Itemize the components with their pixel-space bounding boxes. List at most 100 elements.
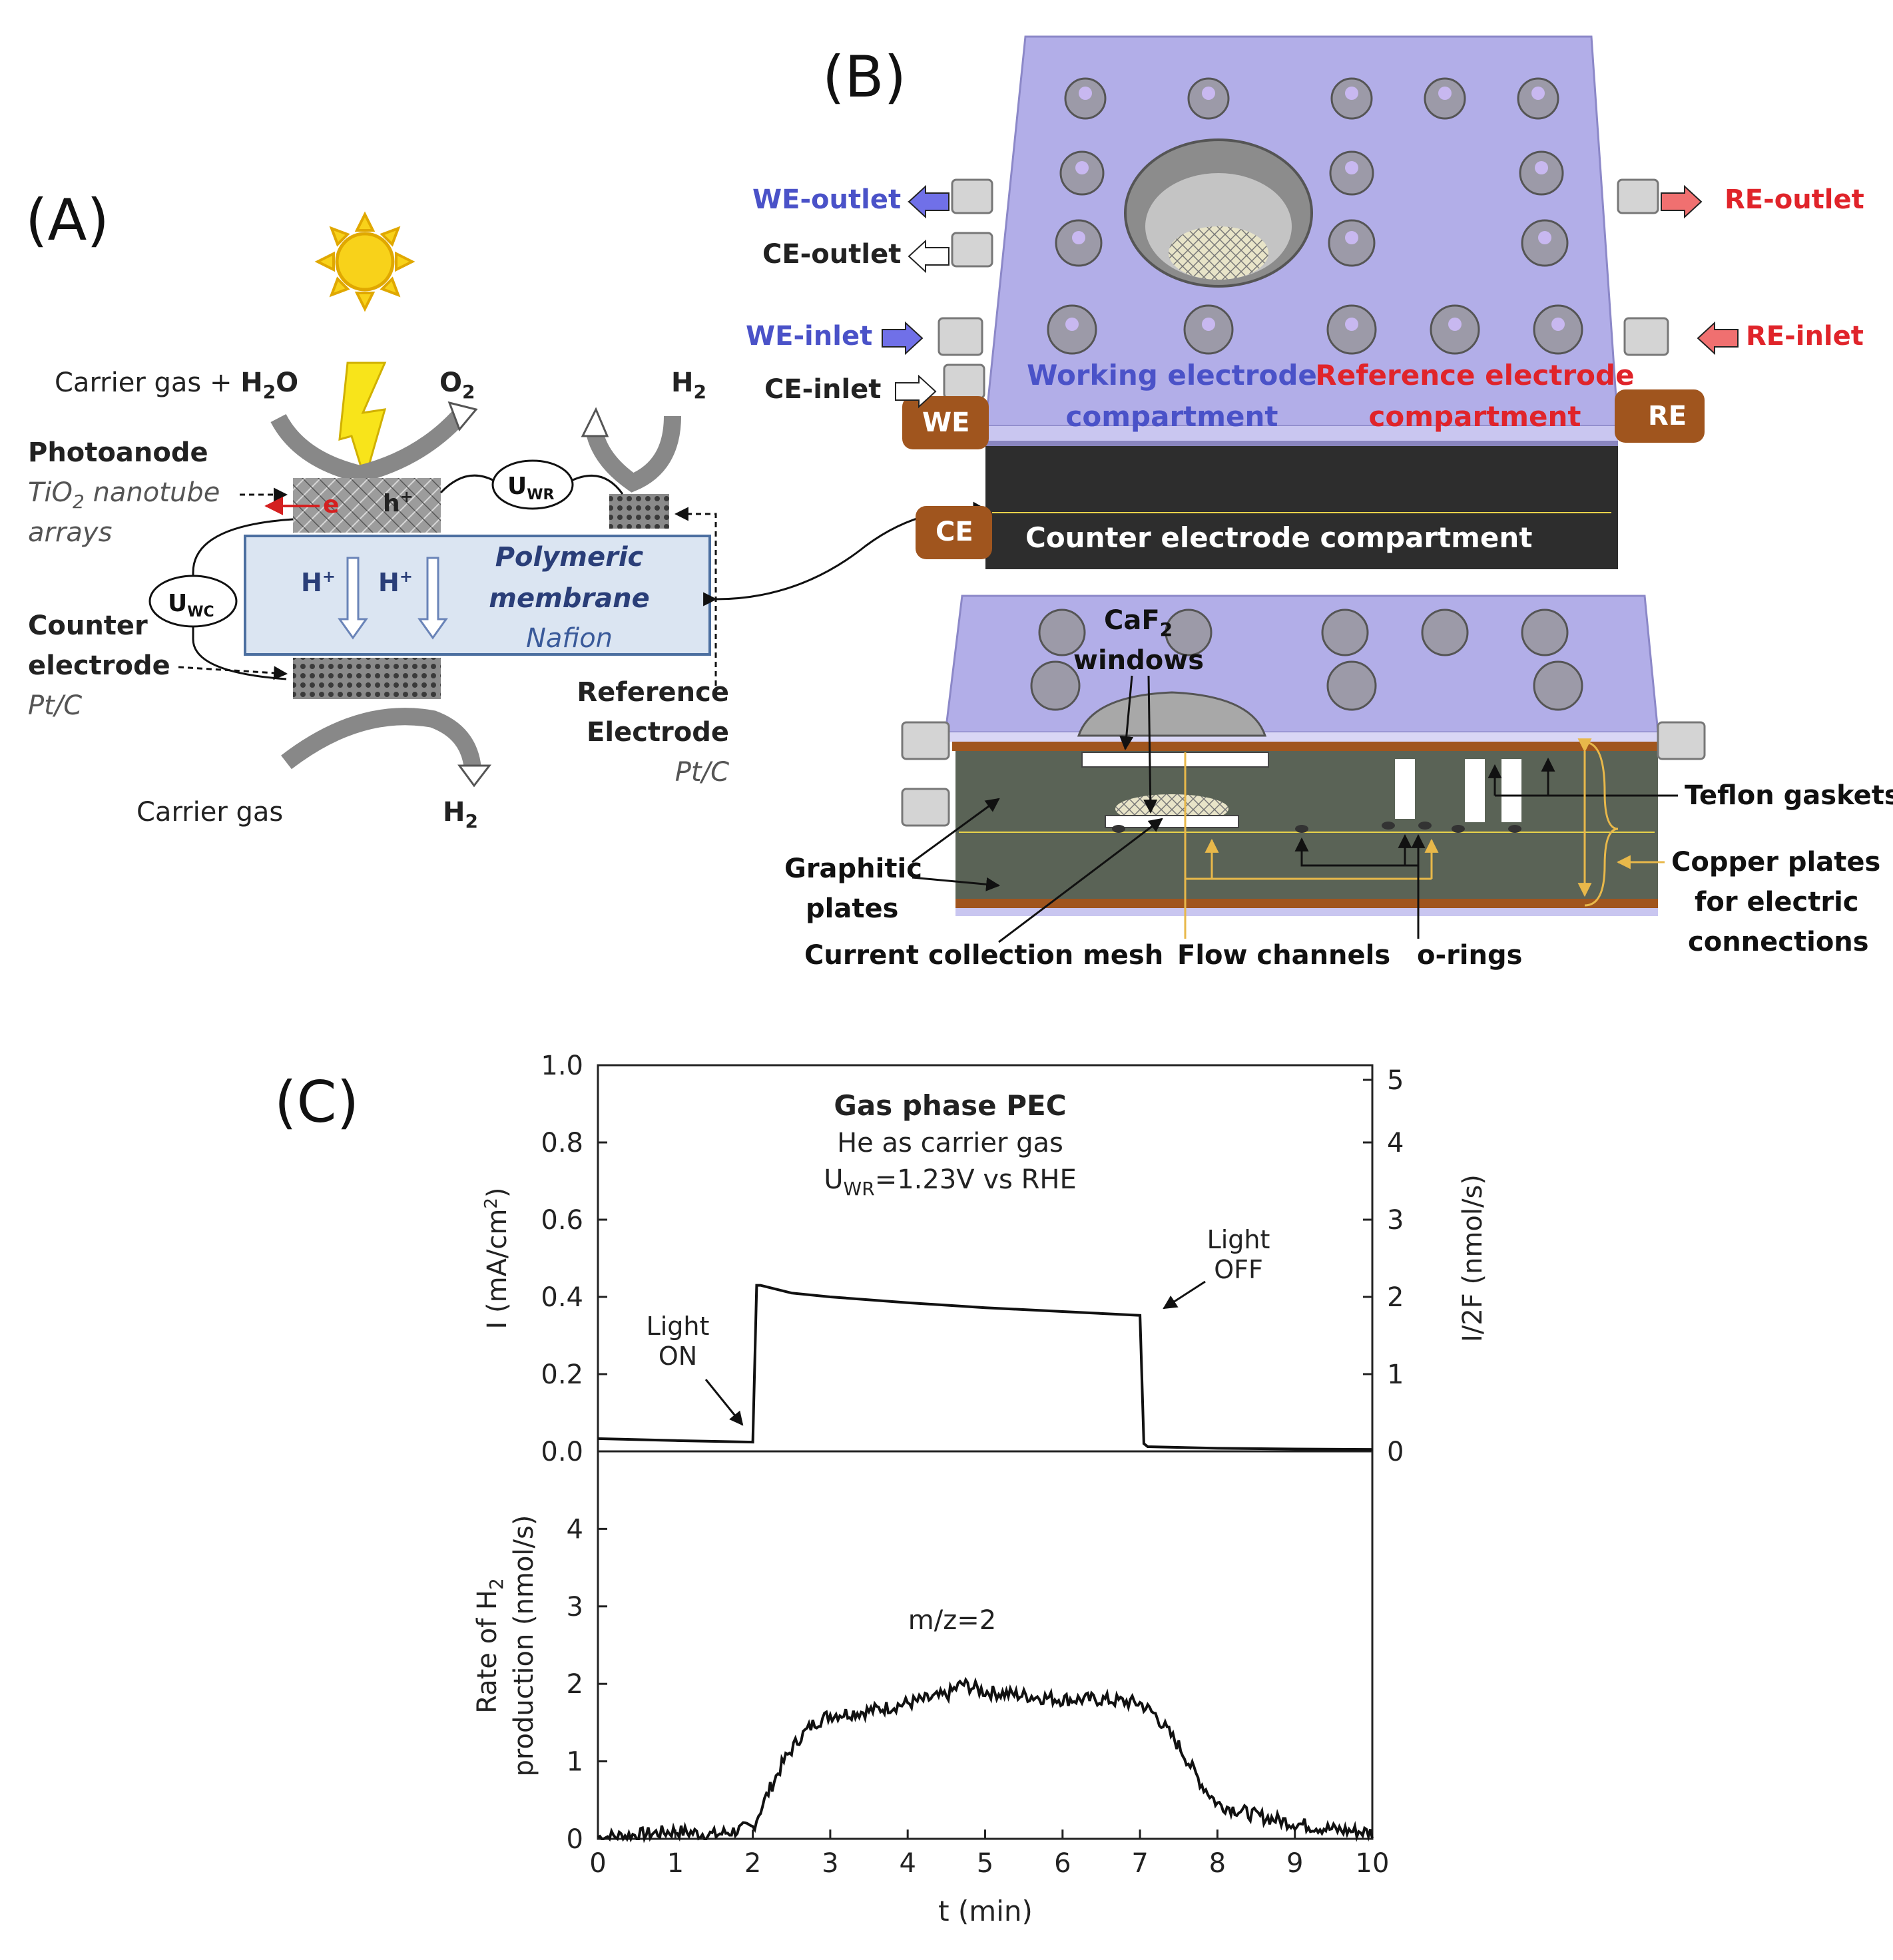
o2-label: O2 (439, 368, 475, 403)
ce-inlet-arrow (895, 374, 937, 409)
sun-icon (314, 211, 415, 312)
current-series-line (597, 1284, 1373, 1451)
light-on-label-2: ON (659, 1342, 697, 1371)
xtick-label: 2 (744, 1848, 761, 1879)
copper-label-2: for electric (1695, 887, 1858, 917)
we-outlet-arrow (908, 184, 949, 219)
re-tab (1615, 389, 1705, 443)
xtick-label: 0 (589, 1848, 606, 1879)
re-inlet-label: RE-inlet (1746, 321, 1864, 352)
upper-y2tick-label: 3 (1387, 1205, 1404, 1236)
h2-bottom-label: H2 (443, 797, 478, 832)
we-outlet-label: WE-outlet (752, 184, 901, 215)
windows-label: windows (1073, 645, 1204, 676)
gas-flow-arrow-h2 (585, 415, 681, 493)
xtick-label: 9 (1286, 1848, 1303, 1879)
o-ring-marks (1112, 822, 1521, 833)
ptc-counter-label: Pt/C (28, 690, 82, 721)
copper-label-3: connections (1688, 927, 1869, 957)
xtick-label: 10 (1356, 1848, 1390, 1879)
counter-label: Counter (28, 611, 148, 641)
uwr-label: UWR (507, 473, 555, 503)
lightning-icon (338, 362, 387, 483)
graphitic-plates (955, 751, 1658, 899)
working-compartment-label-2: compartment (1066, 400, 1278, 433)
working-compartment-label-1: Working electrode (1027, 359, 1317, 391)
ce-tab-label: CE (936, 517, 973, 547)
proton-label-1: H+ (301, 567, 336, 597)
lower-ytick-label: 4 (567, 1514, 583, 1545)
oring-pointer-1 (1294, 837, 1420, 939)
graphitic-pointer-2 (912, 876, 1001, 891)
proton-arrow-2 (417, 557, 448, 640)
reference-compartment-label-2: compartment (1369, 400, 1581, 433)
gas-flow-arrow-bottom (281, 708, 481, 770)
uwr-meter-icon (491, 459, 574, 510)
arrays-label: arrays (28, 517, 112, 548)
ptc-reference-label: Pt/C (675, 757, 729, 788)
channel-1 (1395, 759, 1415, 819)
gasket-strip (985, 441, 1618, 446)
xtick-label: 6 (1054, 1848, 1071, 1879)
ce-inlet-label: CE-inlet (764, 374, 881, 405)
windows-pointer-2 (1143, 675, 1158, 814)
arrow-head-o2 (447, 401, 478, 431)
panel-label-a: (A) (25, 187, 109, 254)
upper-series (597, 1284, 1373, 1451)
channel-2 (1465, 759, 1485, 822)
ce-outlet-arrow (908, 239, 949, 274)
counter-compartment-label: Counter electrode compartment (1025, 521, 1532, 554)
carrier-gas-in-label: Carrier gas + H2O (55, 368, 298, 403)
panel-b: (B) WE (746, 35, 1893, 971)
upper-y2tick-label: 5 (1387, 1065, 1404, 1096)
proton-label-2: H+ (378, 567, 413, 597)
arrow-head-h2-bottom (457, 764, 492, 788)
uwc-wire-top (192, 518, 294, 581)
membrane-box (244, 535, 711, 656)
light-on-label-1: Light (647, 1312, 710, 1341)
proton-arrow-1 (338, 557, 368, 640)
graphitic-label-2: plates (806, 893, 898, 924)
counter-compartment-block (985, 446, 1618, 569)
hole-label: h+ (383, 487, 413, 517)
ce-outlet-label: CE-outlet (762, 239, 901, 270)
caf2-window-upper (1081, 752, 1269, 768)
flow-label: Flow channels (1177, 940, 1390, 971)
photoanode-label: Photoanode (28, 437, 208, 468)
re-inlet-arrow (1697, 321, 1739, 356)
windows-pointer-1 (1119, 675, 1134, 751)
xtick-label: 8 (1209, 1848, 1226, 1879)
re-outlet-arrow (1661, 184, 1703, 219)
copper-plate-top (952, 742, 1658, 751)
window-mesh (1169, 226, 1268, 280)
uwc-wire-bottom (192, 626, 287, 680)
gas-flow-arrow-top (270, 410, 466, 483)
uwc-meter-icon (148, 575, 238, 628)
re-tab-label: RE (1648, 401, 1687, 431)
upper-ytick-label: 0.8 (541, 1128, 583, 1158)
upper-y2tick-label: 2 (1387, 1282, 1404, 1313)
upper-ytick-label: 0.6 (541, 1205, 583, 1236)
graphitic-label-1: Graphitic (784, 854, 922, 884)
xtick-label: 1 (667, 1848, 684, 1879)
we-tab (902, 396, 989, 449)
copper-label-1: Copper plates (1671, 847, 1880, 877)
section-top-edge (949, 732, 1658, 742)
teflon-label: Teflon gaskets (1685, 780, 1893, 811)
arrow-head-h2 (581, 407, 609, 437)
uwr-wire-left (439, 474, 495, 494)
membrane-label-2: membrane (489, 583, 649, 614)
tio2-label: TiO2 nanotube (28, 477, 220, 513)
section-bottom-edge (955, 908, 1658, 916)
upper-ytick-label: 1.0 (541, 1051, 583, 1081)
caf2-label: CaF2 (1104, 605, 1173, 640)
top-plate-edge (985, 426, 1618, 441)
lower-ytick-label: 0 (567, 1824, 583, 1855)
fittings-section (901, 721, 1706, 827)
nafion-label: Nafion (526, 623, 613, 654)
lower-ylabel-1: Rate of H2 (472, 1578, 507, 1714)
lower-ytick-label: 3 (567, 1592, 583, 1622)
